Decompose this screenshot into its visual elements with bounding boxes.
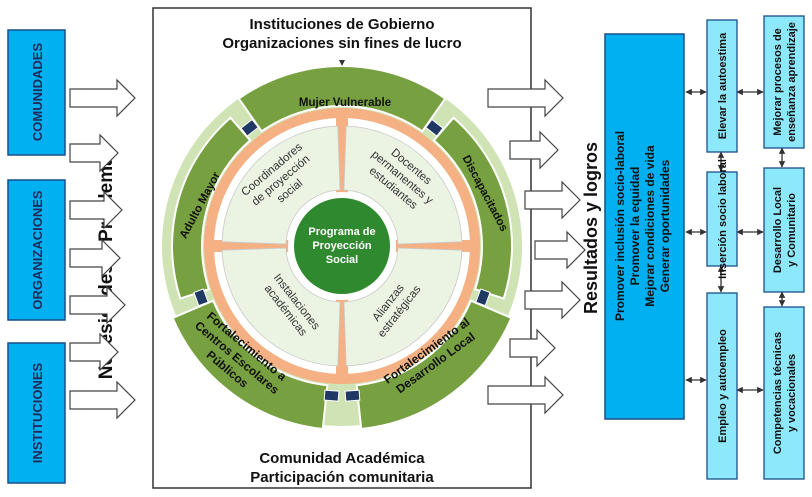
output-arrow-2 <box>509 130 559 170</box>
outcome-box-ensenanza <box>763 15 805 149</box>
outcome-label-autoestima: Elevar la autoestima <box>717 32 729 139</box>
outcome-label-insercion: Inserción socio laboral <box>717 159 729 279</box>
group-box-organizaciones <box>7 179 66 321</box>
ring-segment-mujer-vulnerable <box>237 65 447 133</box>
ring-segment-desarrollo-local <box>355 299 513 431</box>
frame-bottom-line1: Comunidad Académica <box>259 450 425 467</box>
quadrant-4 <box>221 247 341 367</box>
outcome-label-competencias-1: Competencias técnicas <box>772 332 784 454</box>
outcome-label-ensenanza-2: enseñanza aprendizaje <box>786 22 798 142</box>
input-arrow-1 <box>69 78 136 118</box>
input-arrows <box>69 78 136 420</box>
results-item-2: Promover la equidad <box>628 167 642 286</box>
input-arrow-2 <box>69 133 119 173</box>
outcome-label-empleo: Empleo y autoempleo <box>717 329 729 443</box>
group-box-comunidades <box>7 29 66 156</box>
center-label-line1: Programa de <box>308 226 375 238</box>
output-arrow-4 <box>534 230 586 270</box>
outcome-label-desarrollo-2: y Comunitario <box>786 193 798 267</box>
output-arrow-7 <box>487 375 564 415</box>
outcome-label-competencias-2: y vocacionales <box>786 354 798 432</box>
ring-gap-marker-5 <box>344 389 361 402</box>
center-label-line2: Proyección <box>312 240 372 252</box>
ring-segment-discapacitados <box>432 116 513 300</box>
left-groups: COMUNIDADES ORGANIZACIONES INSTITUCIONES <box>7 29 66 484</box>
input-arrow-3 <box>69 190 123 230</box>
group-box-instituciones <box>7 342 66 484</box>
input-arrow-4 <box>69 238 121 278</box>
results-caption: Resultados y logros <box>581 142 601 314</box>
outcome-box-insercion <box>706 171 738 267</box>
center-label-line3: Social <box>326 254 358 266</box>
quadrant-3 <box>343 247 463 367</box>
results-item-4: Generar oportunidades <box>658 159 672 292</box>
group-label-instituciones: INSTITUCIONES <box>30 362 45 463</box>
outcome-box-empleo <box>706 292 738 480</box>
outcome-label-desarrollo-1: Desarrollo Local <box>772 187 784 273</box>
group-label-organizaciones: ORGANIZACIONES <box>30 190 45 310</box>
output-arrow-5 <box>524 280 581 320</box>
input-arrow-7 <box>69 380 136 420</box>
quadrant-2 <box>343 125 463 245</box>
ring-gap-marker-4 <box>193 288 209 307</box>
frame-top-line1: Instituciones de Gobierno <box>249 16 434 33</box>
ring-gap-marker-3 <box>475 288 491 307</box>
ring-label-mujer-vulnerable: Mujer Vulnerable <box>299 97 391 109</box>
quadrant-1 <box>221 125 341 245</box>
outcome-box-desarrollo <box>763 167 805 293</box>
ring-segment-adulto-mayor <box>171 116 252 300</box>
ring-gap-marker-2 <box>240 118 259 137</box>
ring-gap-marker-1 <box>425 118 444 137</box>
center-disc <box>294 198 390 294</box>
ring-gap-marker-6 <box>323 389 340 402</box>
frame-bottom-line2: Participación comunitaria <box>250 469 434 486</box>
output-arrow-1 <box>487 78 564 118</box>
input-arrow-6 <box>69 332 119 372</box>
output-arrow-6 <box>509 328 556 368</box>
input-arrow-5 <box>69 285 126 325</box>
results-box <box>604 33 685 420</box>
output-arrows <box>487 78 586 415</box>
connectors <box>685 88 786 394</box>
group-label-comunidades: COMUNIDADES <box>30 43 45 142</box>
results-item-1: Promover inclusión socio-laboral <box>613 131 627 321</box>
outcome-box-autoestima <box>706 19 738 153</box>
outcome-label-ensenanza-1: Mejorar procesos de <box>772 28 784 136</box>
program-wheel <box>162 60 522 431</box>
outcome-box-competencias <box>763 306 805 480</box>
frame-notch <box>339 60 345 66</box>
frame-top-line2: Organizaciones sin fines de lucro <box>222 35 461 52</box>
output-arrow-3 <box>524 180 581 220</box>
results-item-3: Mejorar condiciones de vida <box>643 145 657 307</box>
ring-segment-centros-escolares <box>171 299 329 431</box>
